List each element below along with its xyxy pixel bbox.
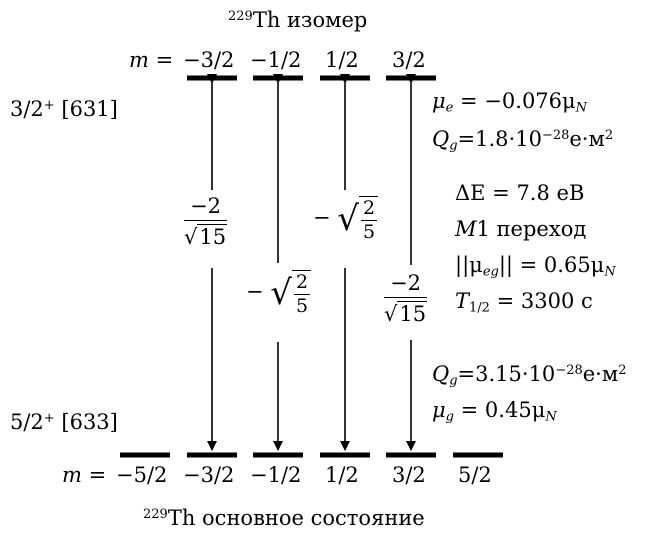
ground-quadrupole-moment: Qg=3.15·10−28e·м2 bbox=[432, 362, 627, 389]
isomer-parity: + bbox=[43, 97, 55, 113]
ground-m-label-1: −5/2 bbox=[116, 463, 168, 487]
isomer-spin: 3/2 bbox=[10, 97, 44, 121]
coefficient-3-root: √ bbox=[337, 199, 359, 239]
mu-eg-value: || = 0.65μ bbox=[498, 253, 605, 277]
qg-top-subscript: g bbox=[449, 138, 458, 154]
qg-bot-exponent: −28 bbox=[555, 362, 583, 378]
mu-eg-symbol: ||μ bbox=[455, 253, 483, 277]
qg-top-unit: e·м bbox=[569, 127, 605, 151]
isomer-state-label: 3/2+ [631] bbox=[10, 99, 118, 120]
transition-matrix-element: ||μeg|| = 0.65μN bbox=[455, 253, 616, 280]
mu-g-symbol: μ bbox=[432, 398, 446, 422]
coefficient-2-denominator: 5 bbox=[295, 295, 309, 317]
mu-e-value: = −0.076μ bbox=[453, 89, 576, 113]
ground-m-label-5: 3/2 bbox=[392, 463, 426, 487]
mu-g-value: = 0.45μ bbox=[453, 398, 546, 422]
ground-m-label-6: 5/2 bbox=[458, 463, 492, 487]
mu-eg-subscript: eg bbox=[482, 264, 499, 280]
isomer-magnetic-moment: μe = −0.076μN bbox=[432, 89, 588, 116]
qg-bot-subscript: g bbox=[449, 373, 458, 389]
isomer-m-prefix: m = bbox=[129, 48, 174, 72]
isomer-mass-number: 229 bbox=[228, 8, 253, 24]
ground-m-label-3: −1/2 bbox=[250, 463, 302, 487]
coefficient-2-sign: − bbox=[246, 279, 264, 304]
coefficient-2-root: √ bbox=[270, 273, 292, 313]
coefficient-1-denominator: √15 bbox=[184, 224, 228, 249]
m1-text: 1 переход bbox=[476, 217, 587, 241]
mu-g-unit-subscript: N bbox=[545, 409, 557, 425]
transition-energy: ΔE = 7.8 eB bbox=[455, 181, 585, 205]
ground-m-label-2: −3/2 bbox=[183, 463, 235, 487]
ground-magnetic-moment: μg = 0.45μN bbox=[432, 398, 557, 425]
isomer-m-label-2: −1/2 bbox=[250, 48, 302, 72]
transition-type: M1 переход bbox=[455, 219, 586, 240]
isomer-half-life: T1/2 = 3300 c bbox=[455, 289, 593, 316]
mu-eg-unit-subscript: N bbox=[604, 264, 616, 280]
qg-bot-unit: e·м bbox=[582, 362, 619, 386]
isomer-m-label-3: 1/2 bbox=[325, 48, 359, 72]
coefficient-2-numerator: 2 bbox=[293, 271, 311, 295]
ground-title: 229Th основное состояние bbox=[143, 508, 425, 529]
ground-m-prefix: m = bbox=[62, 463, 107, 487]
qg-bot-symbol: Q bbox=[432, 362, 450, 386]
isomer-m-label-4: 3/2 bbox=[392, 48, 426, 72]
qg-bot-value: =3.15·10 bbox=[457, 362, 556, 386]
ground-title-text: Th основное состояние bbox=[167, 506, 425, 530]
ground-state-label: 5/2+ [633] bbox=[10, 412, 118, 433]
coefficient-4-radicand: 15 bbox=[397, 301, 428, 326]
m1-symbol: M bbox=[455, 217, 477, 241]
coefficient-1-radicand: 15 bbox=[197, 224, 228, 249]
qg-top-unit-exponent: 2 bbox=[604, 127, 614, 143]
coefficient-3-denominator: 5 bbox=[362, 221, 376, 243]
ground-nilsson: [633] bbox=[61, 410, 118, 434]
coefficient-1: −2 √15 bbox=[184, 196, 228, 249]
isomer-nilsson: [631] bbox=[61, 97, 118, 121]
t-half-subscript: 1/2 bbox=[469, 300, 490, 316]
isomer-title-text: Th изомер bbox=[252, 8, 368, 32]
isomer-m-label-1: −3/2 bbox=[183, 48, 235, 72]
ground-mass-number: 229 bbox=[143, 506, 168, 522]
coefficient-4-numerator: −2 bbox=[384, 273, 428, 298]
coefficient-3-sign: − bbox=[313, 205, 331, 230]
t-half-symbol: T bbox=[455, 289, 470, 313]
qg-bot-unit-exponent: 2 bbox=[618, 362, 627, 378]
ground-spin: 5/2 bbox=[10, 410, 44, 434]
t-half-value: = 3300 c bbox=[489, 289, 593, 313]
mu-e-symbol: μ bbox=[432, 89, 446, 113]
qg-top-value: =1.8·10 bbox=[457, 127, 542, 151]
mu-e-unit-subscript: N bbox=[575, 100, 588, 116]
mu-g-subscript: g bbox=[445, 409, 454, 425]
coefficient-3-numerator: 2 bbox=[360, 197, 378, 221]
qg-top-symbol: Q bbox=[432, 127, 450, 151]
coefficient-4: −2 √15 bbox=[384, 273, 428, 326]
qg-top-exponent: −28 bbox=[541, 127, 570, 143]
ground-parity: + bbox=[43, 410, 55, 426]
coefficient-1-numerator: −2 bbox=[184, 196, 228, 221]
isomer-quadrupole-moment: Qg=1.8·10−28e·м2 bbox=[432, 127, 614, 154]
mu-e-subscript: e bbox=[445, 100, 454, 116]
coefficient-4-denominator: √15 bbox=[384, 301, 428, 326]
isomer-title: 229Th изомер bbox=[228, 10, 367, 31]
ground-m-label-4: 1/2 bbox=[325, 463, 359, 487]
